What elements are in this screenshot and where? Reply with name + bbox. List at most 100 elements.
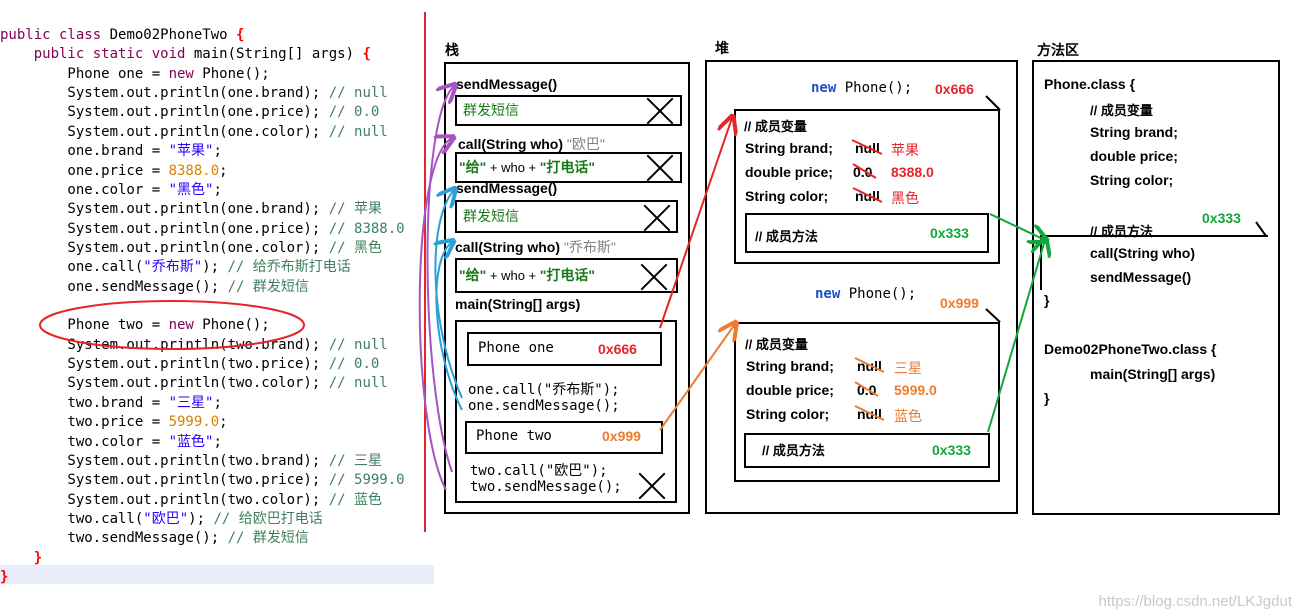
code-line: } xyxy=(0,569,9,586)
member-methods-box xyxy=(744,433,990,468)
var-two-address: 0x999 xyxy=(602,428,641,444)
field-old-value: null xyxy=(855,188,880,204)
heap-title: 堆 xyxy=(715,40,729,56)
code-line: one.call("乔布斯"); // 给乔布斯打电话 xyxy=(0,259,351,276)
class-header: Phone.class { xyxy=(1044,76,1136,92)
code-line: System.out.println(one.color); // null xyxy=(0,123,388,140)
code-line: one.price = 8388.0; xyxy=(0,162,228,179)
divider-line xyxy=(424,12,426,532)
code-line: one.sendMessage(); // 群发短信 xyxy=(0,278,309,295)
code-line: System.out.println(one.price); // 0.0 xyxy=(0,104,380,121)
methods-address: 0x333 xyxy=(932,442,971,458)
field-new-value: 苹果 xyxy=(891,142,919,158)
frame-method-label: sendMessage() xyxy=(456,76,558,92)
heap-object-box xyxy=(734,109,1000,264)
code-line: two.price = 5999.0; xyxy=(0,414,228,431)
code-line: System.out.println(two.color); // null xyxy=(0,375,388,392)
member-vars-title: // 成员变量 xyxy=(744,119,807,134)
frame-method-label: sendMessage() xyxy=(456,180,558,196)
heap-obj-address: 0x666 xyxy=(935,81,974,97)
code-line: public static void main(String[] args) { xyxy=(33,46,371,63)
code-line: System.out.println(two.brand); // 三星 xyxy=(0,452,383,469)
code-line: System.out.println(one.brand); // null xyxy=(0,85,388,102)
member-methods-box xyxy=(745,213,989,253)
member-vars-title: // 成员变量 xyxy=(745,337,808,352)
code-line: } xyxy=(33,549,43,566)
code-line: System.out.println(two.brand); // null xyxy=(0,336,388,353)
code-line: two.brand = "三星"; xyxy=(0,394,222,411)
current-line-highlight xyxy=(0,565,434,584)
field-old-value: 0.0 xyxy=(853,164,873,180)
method-decl: call(String who) xyxy=(1090,245,1195,261)
popped-cross-icon xyxy=(646,154,673,181)
frame-body-text: 群发短信 xyxy=(463,102,519,118)
main-frame-label: main(String[] args) xyxy=(455,296,581,312)
code-call-text: one.call("乔布斯"); xyxy=(468,382,620,398)
frame-body-text: 群发短信 xyxy=(463,208,519,224)
field-new-value: 蓝色 xyxy=(894,408,922,424)
code-line: System.out.println(two.price); // 5999.0 xyxy=(0,472,405,489)
field-decl: String brand; xyxy=(745,140,833,156)
frame-method-label: call(String who) "欧巴" xyxy=(458,136,605,152)
var-two-box xyxy=(465,421,663,454)
popped-cross-icon xyxy=(638,472,665,499)
field-decl: String brand; xyxy=(746,358,834,374)
frame-body-text: "给" + who + "打电话" xyxy=(459,159,596,175)
var-one-label: Phone one xyxy=(478,340,554,356)
field-old-value: null xyxy=(857,358,882,374)
method-area-title: 方法区 xyxy=(1037,42,1079,58)
popped-cross-icon xyxy=(640,263,667,290)
code-line: one.color = "黑色"; xyxy=(0,181,222,198)
popped-cross-icon xyxy=(646,97,673,124)
code-line: two.call("欧巴"); // 给欧巴打电话 xyxy=(0,511,323,527)
method-decl: main(String[] args) xyxy=(1090,366,1216,382)
field-decl: double price; xyxy=(1090,148,1178,164)
field-new-value: 黑色 xyxy=(891,190,919,206)
method-decl: sendMessage() xyxy=(1090,269,1192,285)
frame-box xyxy=(455,95,682,126)
code-line: two.sendMessage(); // 群发短信 xyxy=(0,530,309,547)
field-old-value: 0.0 xyxy=(857,382,877,398)
field-decl: double price; xyxy=(746,382,834,398)
member-vars-title: // 成员变量 xyxy=(1090,103,1153,118)
class-close-brace: } xyxy=(1044,390,1050,406)
var-two-label: Phone two xyxy=(476,428,552,444)
code-line: System.out.println(one.brand); // 苹果 xyxy=(0,201,383,218)
code-line: System.out.println(one.color); // 黑色 xyxy=(0,239,383,256)
field-old-value: null xyxy=(857,406,882,422)
code-line: System.out.println(two.price); // 0.0 xyxy=(0,356,380,373)
code-call-text: one.sendMessage(); xyxy=(468,398,620,414)
var-one-address: 0x666 xyxy=(598,341,637,357)
heap-obj-header: new Phone(); xyxy=(815,286,917,302)
field-decl: String color; xyxy=(746,406,830,422)
heap-obj-address: 0x999 xyxy=(940,295,979,311)
field-decl: String color; xyxy=(1090,172,1174,188)
methods-address: 0x333 xyxy=(930,225,969,241)
code-line: Phone two = new Phone(); xyxy=(0,317,270,334)
code-line: System.out.println(two.color); // 蓝色 xyxy=(0,491,383,508)
code-line: System.out.println(one.price); // 8388.0 xyxy=(0,220,405,237)
code-call-text: two.call("欧巴"); xyxy=(470,463,608,479)
watermark-text: https://blog.csdn.net/LKJgdut xyxy=(1098,593,1292,610)
frame-body-text: "给" + who + "打电话" xyxy=(459,267,596,283)
methods-address: 0x333 xyxy=(1202,210,1241,226)
class-header: Demo02PhoneTwo.class { xyxy=(1044,341,1217,357)
field-old-value: null xyxy=(855,140,880,156)
code-line: public class Demo02PhoneTwo { xyxy=(0,27,245,43)
code-line: two.color = "蓝色"; xyxy=(0,433,222,450)
field-decl: double price; xyxy=(745,164,833,180)
field-new-value: 5999.0 xyxy=(894,382,937,398)
code-call-text: two.sendMessage(); xyxy=(470,479,622,495)
code-line: one.brand = "苹果"; xyxy=(0,143,222,160)
frame-method-label: call(String who) "乔布斯" xyxy=(455,239,616,255)
field-new-value: 三星 xyxy=(894,360,922,376)
class-close-brace: } xyxy=(1044,292,1050,308)
popped-cross-icon xyxy=(643,204,670,231)
member-methods-title: // 成员方法 xyxy=(755,229,818,244)
field-decl: String brand; xyxy=(1090,124,1178,140)
heap-obj-header: new Phone(); xyxy=(811,80,913,96)
field-new-value: 8388.0 xyxy=(891,164,934,180)
field-decl: String color; xyxy=(745,188,829,204)
stack-title: 栈 xyxy=(445,42,459,58)
